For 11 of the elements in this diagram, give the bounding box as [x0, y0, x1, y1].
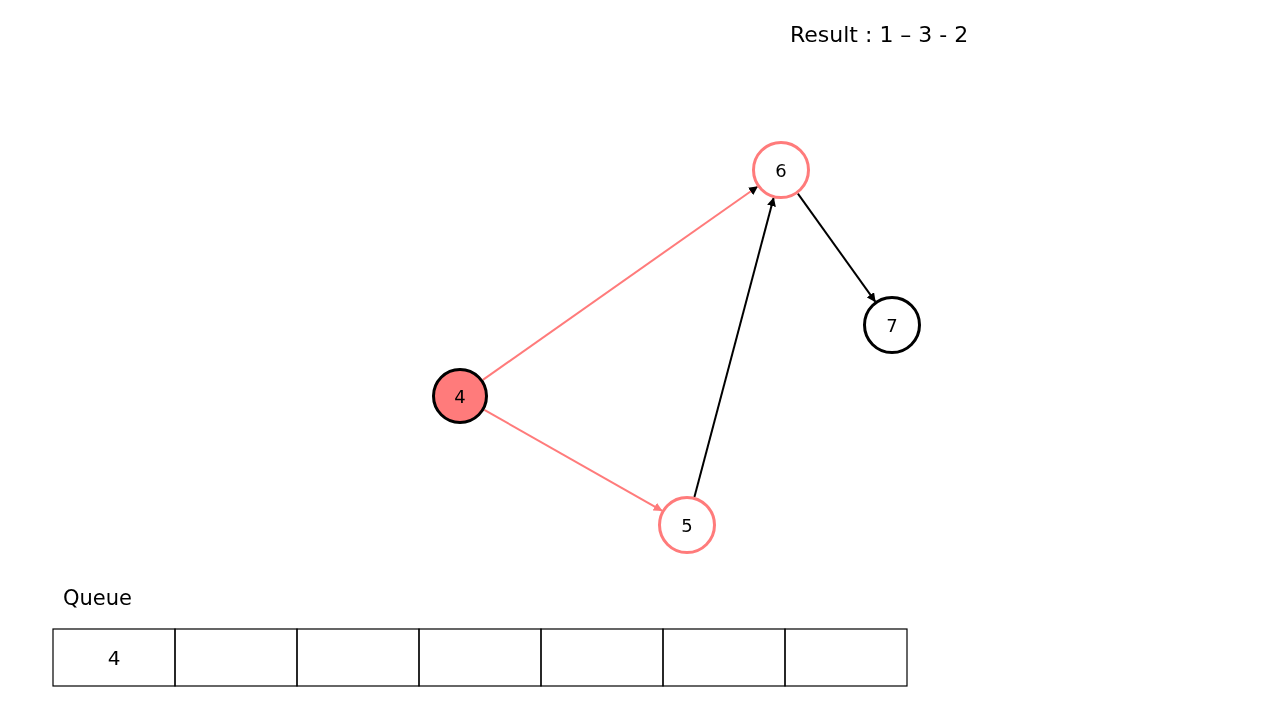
arrow — [796, 192, 877, 303]
graph-node-circle: 4 — [432, 368, 488, 424]
queue-item: 4 — [106, 645, 122, 670]
arrow — [481, 185, 759, 381]
graph-node-circle: 5 — [658, 496, 716, 554]
arrow — [483, 408, 663, 512]
graph-node-circle: 6 — [752, 141, 810, 199]
queue-heading: Queue — [63, 586, 132, 610]
graph-node-circle: 7 — [863, 296, 921, 354]
result-text: Result : 1 – 3 - 2 — [790, 22, 969, 47]
arrow — [693, 197, 776, 498]
